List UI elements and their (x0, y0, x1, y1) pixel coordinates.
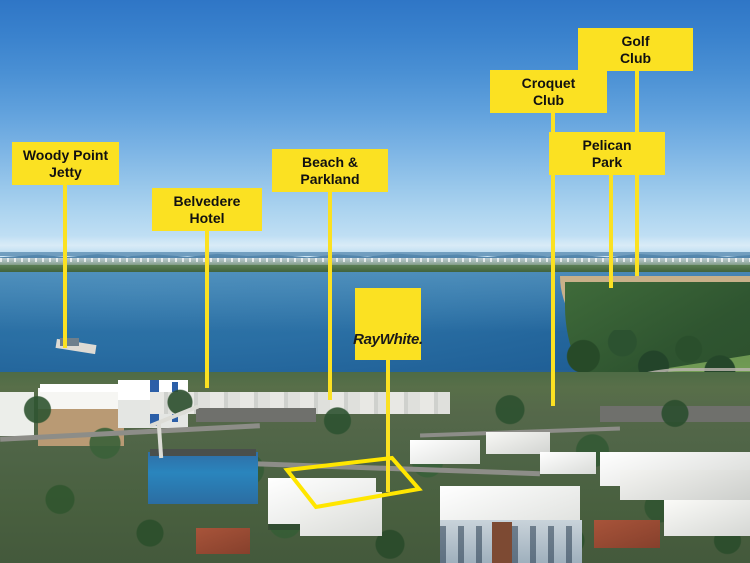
label-croquet-club[interactable]: Croquet Club (490, 70, 607, 113)
terracotta-roof-2 (196, 528, 250, 554)
pointer-line-woody-point-jetty (63, 185, 67, 348)
pointer-line-beach-and-parkland (328, 192, 332, 400)
right-apartment-roof (440, 486, 580, 526)
label-golf-club[interactable]: Golf Club (578, 28, 693, 71)
ray-white-logo-text: RayWhite. (353, 331, 423, 348)
pointer-line-belvedere-hotel (205, 231, 209, 388)
ray-white-logo-box[interactable]: RayWhite. (353, 288, 423, 360)
construction-building (148, 452, 258, 504)
coastal-road (585, 368, 750, 461)
pointer-line-pelican-park (609, 175, 613, 288)
horizon-haze (0, 236, 750, 252)
house-roof-2 (486, 432, 550, 454)
townhouse-row-2 (620, 470, 750, 500)
house-roof-1 (410, 440, 480, 464)
house-roof-3 (540, 452, 596, 474)
label-beach-and-parkland[interactable]: Beach & Parkland (272, 149, 388, 192)
pointer-line-ray-white-logo (386, 360, 390, 492)
label-woody-point-jetty[interactable]: Woody Point Jetty (12, 142, 119, 185)
house-roof-4 (664, 500, 750, 536)
terracotta-roof-1 (594, 520, 660, 548)
jetty-head (60, 338, 79, 346)
distant-shore-vegetation (0, 265, 750, 276)
label-belvedere-hotel[interactable]: Belvedere Hotel (152, 188, 262, 231)
label-pelican-park[interactable]: Pelican Park (549, 132, 665, 175)
construction-building-roof (150, 449, 256, 456)
distant-mountain-ridge-near (0, 253, 750, 262)
pointer-line-croquet-club (551, 113, 555, 406)
right-apartment-brick-panel (492, 522, 512, 563)
distant-opposite-shore-town (0, 258, 750, 267)
